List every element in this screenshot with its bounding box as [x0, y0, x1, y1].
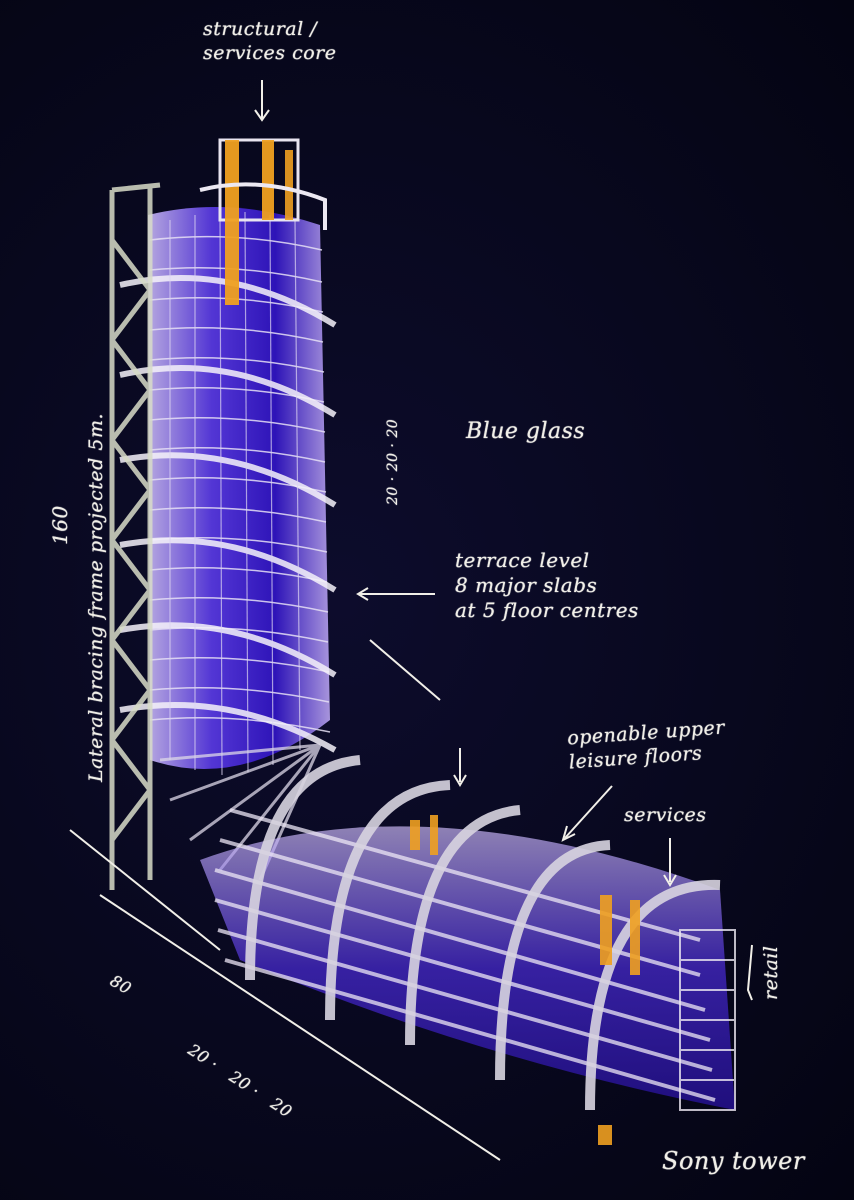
vertical-dimensions-label: 20 · 20 · 20: [385, 418, 401, 505]
retail-label: retail: [760, 945, 782, 1000]
blue-glass-label: Blue glass: [466, 419, 586, 444]
retail-end-frame: [679, 929, 736, 1111]
bracing-label: Lateral bracing frame projected 5m.: [85, 412, 107, 782]
tower-mullions: [169, 211, 301, 776]
height-label: 160: [48, 505, 72, 545]
annotation-arrows: [69, 80, 753, 1161]
services-label: services: [624, 804, 707, 826]
lateral-bracing-frame: [109, 182, 161, 890]
podium-glass: [200, 826, 735, 1110]
podium-arches: [245, 755, 721, 1111]
services-core-top: [199, 138, 327, 305]
signature-label: Sony tower: [662, 1147, 805, 1175]
terrace-level-label: terrace level 8 major slabs at 5 floor c…: [455, 548, 639, 622]
structural-core-label: structural / services core: [203, 18, 337, 64]
podium-purlins: [214, 808, 716, 1102]
podium-services: [410, 815, 640, 1145]
terrace-slabs: [119, 275, 337, 753]
